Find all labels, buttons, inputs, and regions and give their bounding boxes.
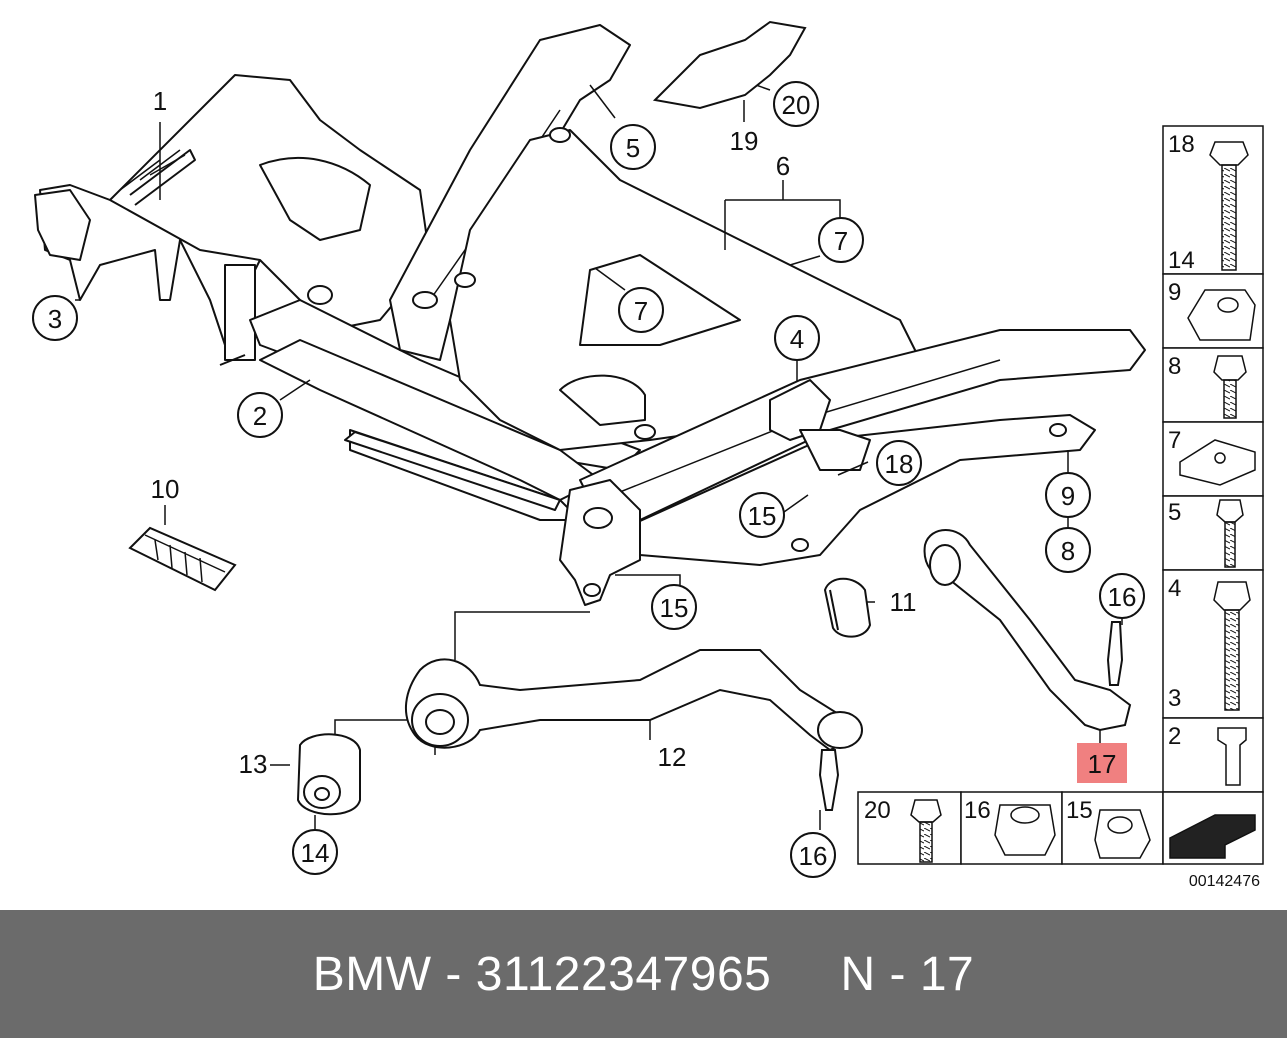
callout-18: 18 xyxy=(885,449,914,479)
callout-10: 10 xyxy=(151,474,180,504)
callouts xyxy=(32,81,1145,878)
legend-labels: 18 14 9 8 7 5 4 3 2 20 16 15 xyxy=(864,131,1195,824)
legend-3: 3 xyxy=(1168,685,1181,712)
callout-1: 1 xyxy=(153,86,167,116)
heat-shield-part xyxy=(652,20,807,110)
callout-13: 13 xyxy=(239,749,268,779)
highlight-box xyxy=(1077,743,1127,783)
legend-18: 18 xyxy=(1168,131,1195,158)
footer-bar: BMW - 31122347965 N - 17 xyxy=(0,910,1287,1038)
callout-labels: 1 2 3 4 5 6 7 7 8 9 10 11 12 13 14 15 15… xyxy=(48,86,1137,871)
legend-14: 14 xyxy=(1168,247,1195,274)
callout-3: 3 xyxy=(48,304,62,334)
diagram-canvas: 1 2 3 4 5 6 7 7 8 9 10 11 12 13 14 15 15… xyxy=(32,20,1264,890)
callout-17: 17 xyxy=(1088,749,1117,779)
document-number: 00142476 xyxy=(1189,873,1260,890)
legend-20: 20 xyxy=(864,797,891,824)
legend-15: 15 xyxy=(1066,797,1093,824)
callout-9: 9 xyxy=(1061,481,1075,511)
callout-14: 14 xyxy=(301,838,330,868)
subframe-illustration xyxy=(34,24,1146,606)
callout-20: 20 xyxy=(782,90,811,120)
callout-4: 4 xyxy=(790,324,804,354)
legend-9: 9 xyxy=(1168,279,1181,306)
guide-lines xyxy=(75,84,1123,830)
callout-8: 8 xyxy=(1061,536,1075,566)
legend-16: 16 xyxy=(964,797,991,824)
legend-4: 4 xyxy=(1168,575,1181,602)
callout-15-a: 15 xyxy=(660,593,689,623)
callout-5: 5 xyxy=(626,133,640,163)
part-11-pad xyxy=(823,577,872,638)
callout-19: 19 xyxy=(730,126,759,156)
fastener-icons xyxy=(910,141,1256,863)
part-10-grille xyxy=(128,526,237,592)
control-arm-12 xyxy=(404,649,863,811)
callout-15-b: 15 xyxy=(748,501,777,531)
legend-7: 7 xyxy=(1168,427,1181,454)
callout-2: 2 xyxy=(253,401,267,431)
callout-11: 11 xyxy=(890,587,917,617)
callout-6: 6 xyxy=(776,151,790,181)
callout-7-a: 7 xyxy=(834,226,848,256)
callout-12: 12 xyxy=(658,742,687,772)
legend-2: 2 xyxy=(1168,723,1181,750)
callout-16-a: 16 xyxy=(1108,582,1137,612)
legend-8: 8 xyxy=(1168,353,1181,380)
legend-5: 5 xyxy=(1168,499,1181,526)
footer-part-number: BMW - 31122347965 N - 17 xyxy=(312,947,975,1001)
bushing-13 xyxy=(296,733,361,816)
callout-16-b: 16 xyxy=(799,841,828,871)
parts-diagram: 1 2 3 4 5 6 7 7 8 9 10 11 12 13 14 15 15… xyxy=(32,20,1264,890)
callout-7-b: 7 xyxy=(634,296,648,326)
control-arm-17 xyxy=(923,529,1132,732)
